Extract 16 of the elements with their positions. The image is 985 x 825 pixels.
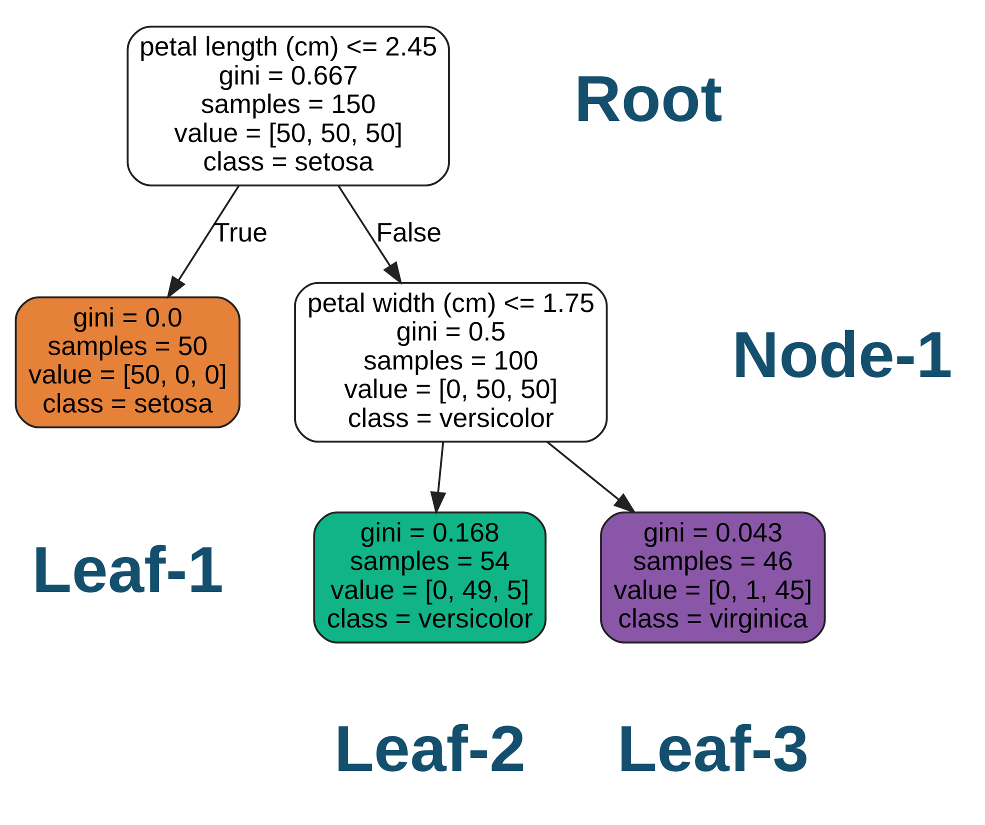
arrow (338, 184, 402, 284)
node-label: Leaf-2 (334, 712, 526, 785)
node-box: gini = 0.043 samples = 46 value = [0, 1, 45] class = virginica (600, 511, 826, 643)
node-label: Leaf-3 (617, 712, 809, 785)
node-label: Node-1 (732, 318, 952, 391)
arrow (546, 440, 636, 514)
node-box: petal length (cm) <= 2.45 gini = 0.667 samples = 150 value = [50, 50, 50] class = setosa (126, 25, 450, 186)
node-label: Root (574, 61, 722, 134)
edge-label: True (213, 216, 268, 247)
arrow (430, 441, 446, 514)
arrow (166, 184, 240, 299)
node-box: petal width (cm) <= 1.75 gini = 0.5 samples = 100 value = [0, 50, 50] class = versicolor (294, 281, 608, 442)
edge-label: False (376, 216, 442, 247)
node-box: gini = 0.168 samples = 54 value = [0, 49, 5] class = versicolor (313, 511, 547, 643)
node-label: Leaf-1 (32, 532, 224, 606)
node-box: gini = 0.0 samples = 50 value = [50, 0, 0] class = setosa (14, 296, 241, 428)
